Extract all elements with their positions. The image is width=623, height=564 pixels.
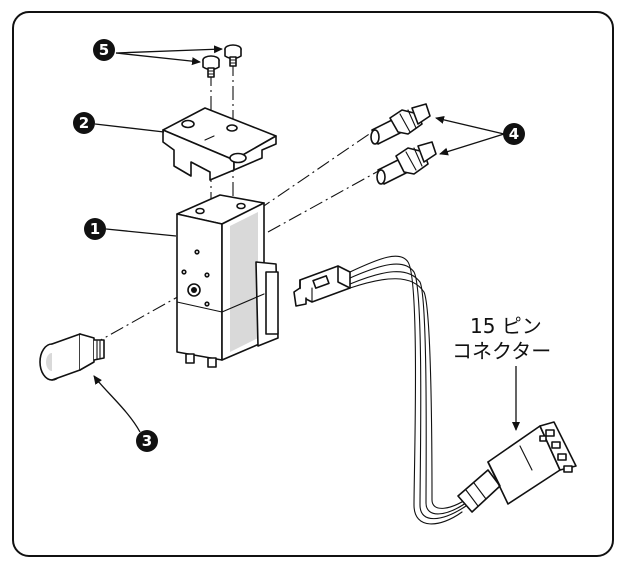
callout-badge-4: 4 bbox=[503, 123, 525, 145]
small-plug bbox=[293, 265, 351, 307]
15-pin-connector bbox=[457, 421, 577, 513]
callout-badge-3: 3 bbox=[136, 430, 158, 452]
fitting-upper bbox=[370, 103, 431, 145]
callout-number-1: 1 bbox=[90, 220, 100, 238]
callout-badge-2: 2 bbox=[73, 112, 95, 134]
callout-number-2: 2 bbox=[79, 114, 89, 132]
screw-left bbox=[202, 55, 220, 78]
fitting-muffler bbox=[39, 333, 105, 381]
mounting-bracket bbox=[162, 107, 277, 181]
connector-label-line2: コネクター bbox=[452, 339, 551, 363]
callout-number-3: 3 bbox=[142, 432, 152, 450]
callout-number-5: 5 bbox=[99, 41, 109, 59]
callout-number-4: 4 bbox=[509, 125, 519, 143]
solenoid-valve-body bbox=[176, 194, 279, 368]
diagram-frame bbox=[12, 11, 614, 557]
callout-badge-5: 5 bbox=[93, 39, 115, 61]
leader-lines bbox=[93, 45, 520, 433]
connector-label-line1: 15 ピン bbox=[470, 314, 542, 338]
screw-right bbox=[224, 44, 242, 67]
fitting-lower bbox=[376, 141, 437, 185]
callout-badge-1: 1 bbox=[84, 218, 106, 240]
connector-cable bbox=[349, 255, 475, 525]
